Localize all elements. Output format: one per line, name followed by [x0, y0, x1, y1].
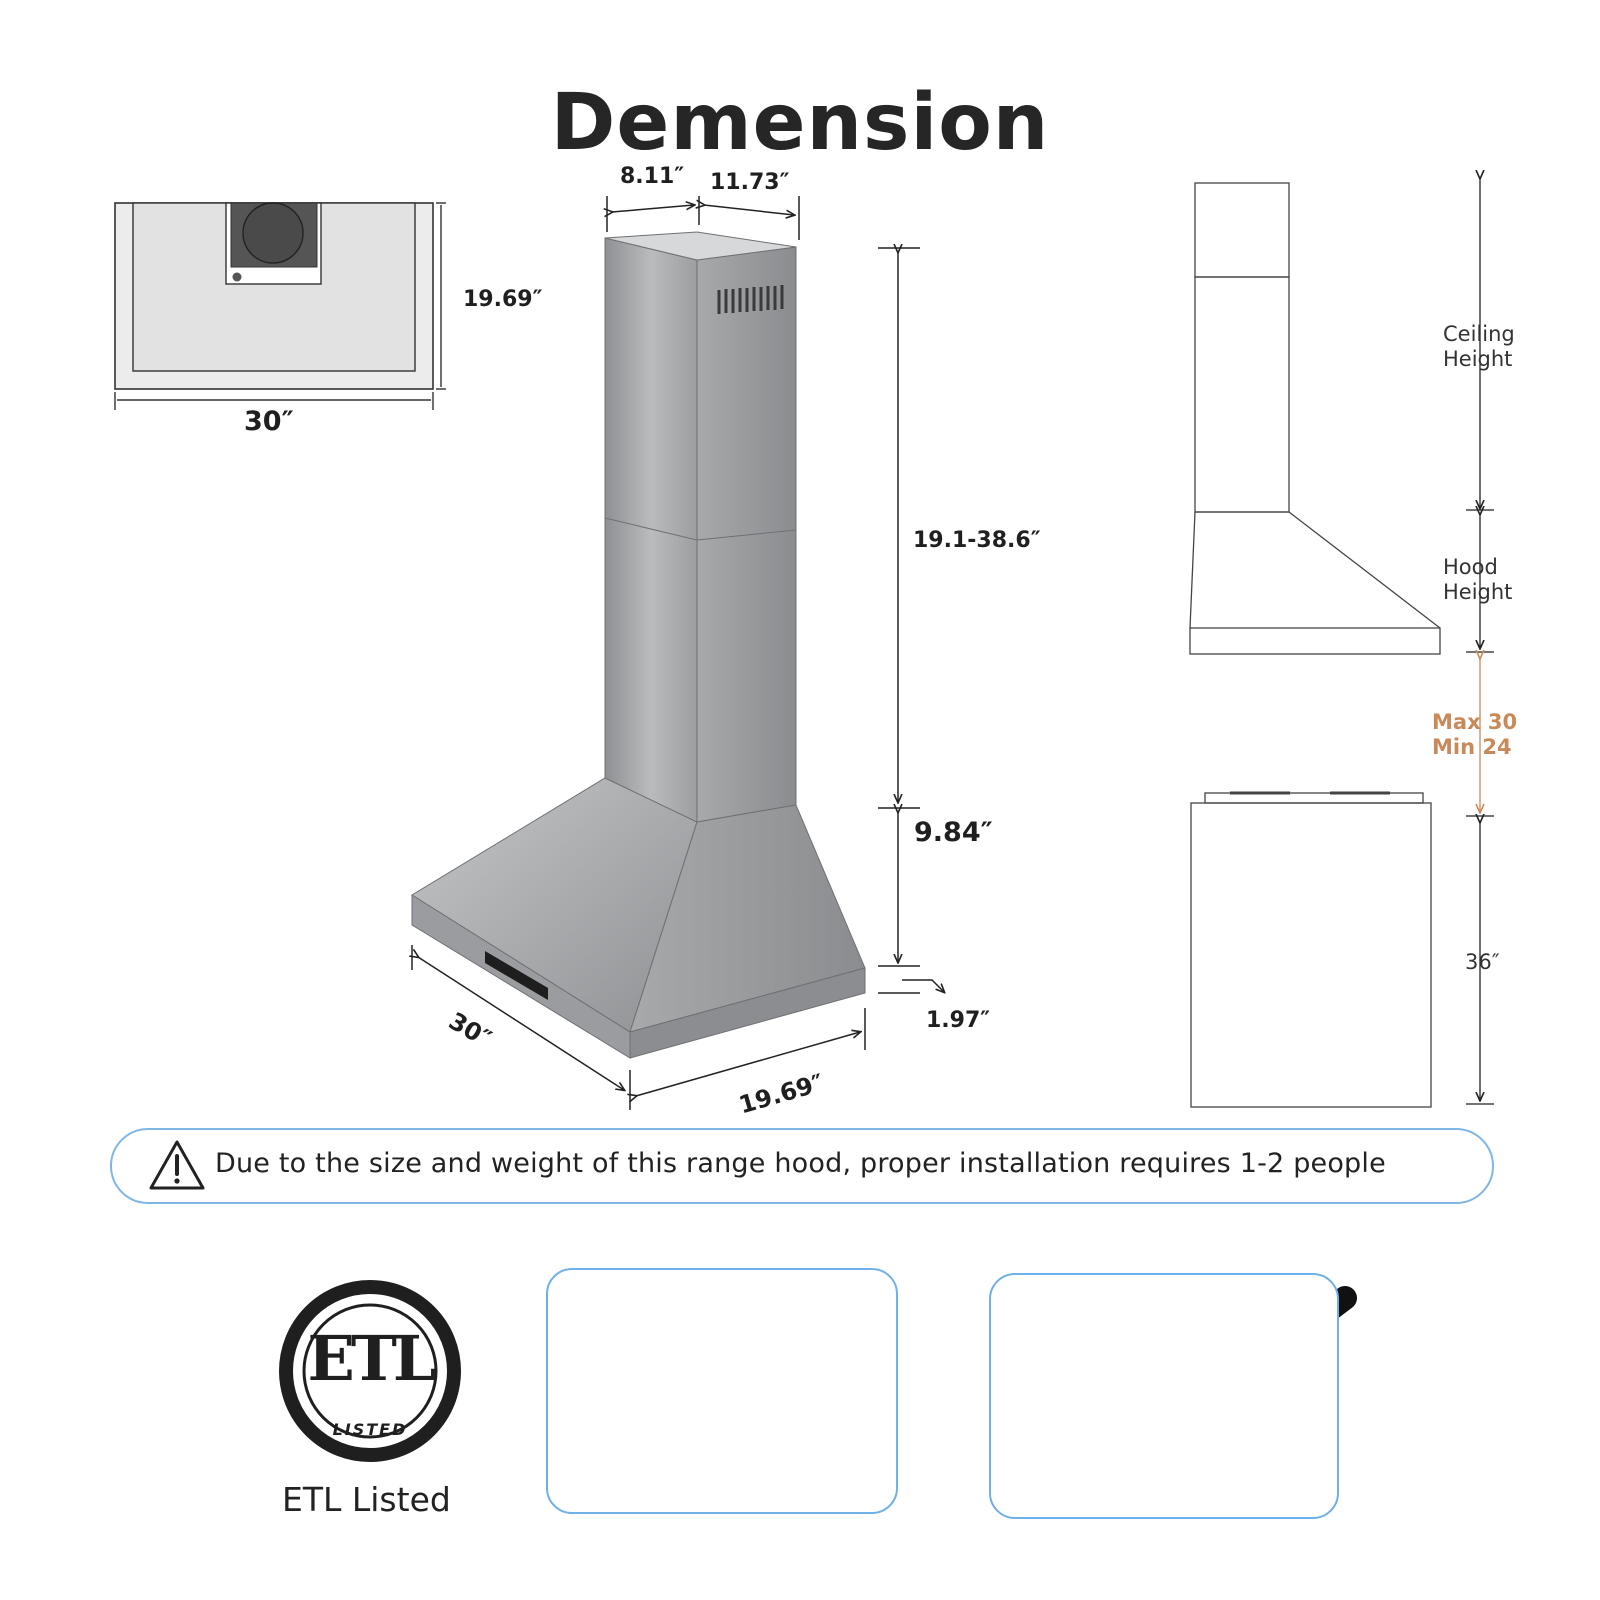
counter-height-label: 36″ [1465, 950, 1500, 974]
warning-triangle-icon [149, 1140, 205, 1190]
etl-logo-sub: LISTED [332, 1420, 408, 1439]
vent-slots [717, 285, 784, 314]
ceiling-height-label: Ceiling Height [1443, 322, 1515, 371]
top-view-depth-label: 19.69″ [463, 287, 543, 312]
duct-opening-icon [242, 202, 304, 264]
etl-listed-label: ETL Listed [282, 1480, 451, 1519]
warning-banner [110, 1128, 1494, 1204]
etl-logo-word: ETL [307, 1322, 437, 1395]
cord-photo-frame [546, 1268, 898, 1514]
warning-text: Due to the size and weight of this range… [215, 1148, 1386, 1179]
install-diagram [1189, 178, 1494, 1108]
range-hood-drawing [411, 231, 866, 1059]
top-view-width-label: 30″ [244, 406, 294, 437]
chimney-width-label: 8.11″ [620, 164, 685, 189]
edge-thickness-label: 1.97″ [926, 1008, 991, 1033]
etl-logo [279, 1280, 461, 1462]
chimney-height-label: 19.1-38.6″ [913, 528, 1041, 553]
plug-photo-frame [989, 1273, 1339, 1519]
top-view [114, 202, 446, 410]
hood-dimension-lines [412, 196, 944, 1110]
page-title: Demension [550, 78, 1050, 168]
hood-height-label: 9.84″ [914, 817, 993, 848]
range-clearance-label: Max 30 Min 24 [1432, 710, 1518, 759]
chimney-depth-label: 11.73″ [710, 170, 790, 195]
hood-height-note: Hood Height [1443, 555, 1513, 604]
